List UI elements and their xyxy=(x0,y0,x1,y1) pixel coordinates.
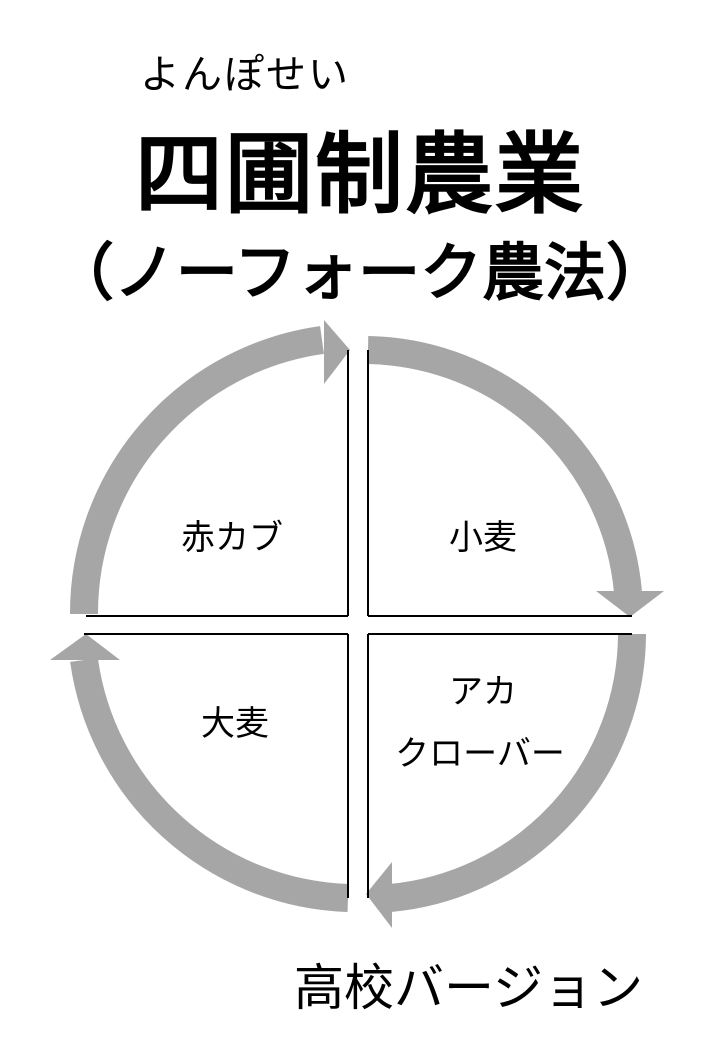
title-reading: よんぽせい xyxy=(140,52,350,98)
arrow-arc-bottom-right xyxy=(388,633,646,912)
crop-label-clover-line2: クローバー xyxy=(395,734,565,774)
arrow-head-top xyxy=(324,320,350,384)
crop-label-clover-line1: アカ xyxy=(449,672,517,712)
version-label: 高校バージョン xyxy=(294,959,643,1017)
crop-label-red-turnip: 赤カブ xyxy=(181,518,283,558)
crop-label-barley: 大麦 xyxy=(201,704,269,744)
arrow-arc-top-left xyxy=(69,326,324,615)
arrow-head-left xyxy=(50,634,120,660)
page-title: 四圃制農業 xyxy=(134,123,585,226)
arrow-head-right xyxy=(596,591,664,617)
arrow-head-bottom xyxy=(366,862,392,928)
arrow-arc-top-right xyxy=(367,336,642,594)
page-subtitle: （ノーフォーク農法） xyxy=(51,236,669,309)
crop-label-wheat: 小麦 xyxy=(449,518,517,558)
crop-rotation-diagram xyxy=(50,320,664,928)
arrow-arc-bottom-left xyxy=(70,658,349,912)
